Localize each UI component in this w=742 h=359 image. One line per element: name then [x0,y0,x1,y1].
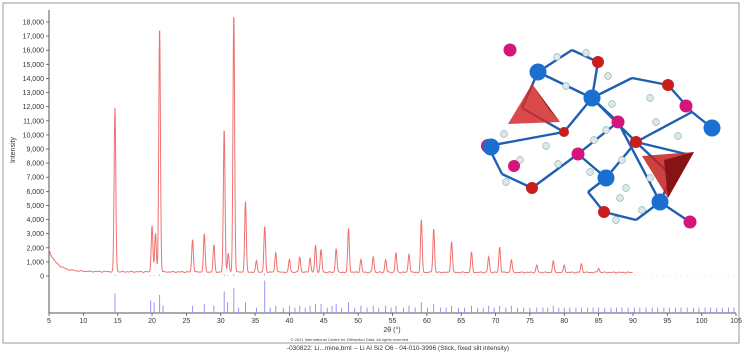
y-tick-label: 14,000 [23,76,45,83]
x-tick-label: 20 [148,318,156,325]
x-tick-label: 65 [457,318,465,325]
x-tick-label: 30 [217,318,225,325]
red-atoms [526,56,674,218]
y-tick-label: 6,000 [26,189,44,196]
y-tick-label: 9,000 [26,147,44,154]
x-axis-ticks: 5 10 15 20 25 30 35 40 45 50 55 60 65 70 75 80 85 90 95 100… [47,313,742,325]
x-axis-label: 2θ (°) [383,326,400,334]
y-tick-label: 2,000 [26,245,44,252]
tetrahedra [508,84,694,198]
y-tick-label: 3,000 [26,231,44,238]
x-tick-label: 45 [320,318,328,325]
x-tick-label: 80 [560,318,568,325]
oxygen-atoms [500,49,682,224]
x-tick-label: 55 [389,318,397,325]
x-tick-label: 10 [79,318,87,325]
y-tick-label: 17,000 [23,34,45,41]
y-axis-label: Intensity [10,136,17,163]
crystal-structure-inset [481,43,721,229]
x-tick-label: 25 [183,318,191,325]
x-tick-label: 85 [595,318,603,325]
x-tick-label: 40 [286,318,294,325]
x-tick-label: 95 [663,318,671,325]
x-tick-label: 35 [251,318,259,325]
x-tick-label: 100 [696,318,708,325]
y-tick-label: 12,000 [23,104,45,111]
reference-sticks [114,273,735,313]
y-tick-label: 4,000 [26,217,44,224]
x-tick-label: 75 [526,318,534,325]
y-tick-label: 8,000 [26,161,44,168]
chart-border [2,2,740,344]
x-tick-label: 60 [423,318,431,325]
x-tick-label: 90 [629,318,637,325]
pattern-caption: -030822: Li...mine,brnl -- Li Al Si2 O6 … [287,345,509,352]
y-tick-label: 13,000 [23,90,45,97]
y-tick-label: 16,000 [23,48,45,55]
x-tick-label: 70 [492,318,500,325]
y-axis-ticks: 0 1,000 2,000 3,000 4,000 5,000 6,000 7,000 8,00… [23,20,49,281]
y-tick-label: 18,000 [23,20,45,27]
y-tick-label: 0 [40,274,44,281]
x-tick-label: 5 [47,318,51,325]
blue-atoms [482,63,721,211]
x-tick-label: 15 [114,318,122,325]
x-tick-label: 50 [354,318,362,325]
copyright-note: © 2021 International Centre for Diffract… [291,337,410,342]
y-tick-label: 15,000 [23,62,45,69]
y-tick-label: 11,000 [23,118,44,125]
y-tick-label: 1,000 [26,259,44,266]
y-tick-label: 10,000 [23,132,45,139]
y-tick-label: 5,000 [26,203,44,210]
x-tick-label: 105 [730,318,742,325]
y-tick-label: 7,000 [26,175,44,182]
diffraction-pattern-line [48,16,633,274]
